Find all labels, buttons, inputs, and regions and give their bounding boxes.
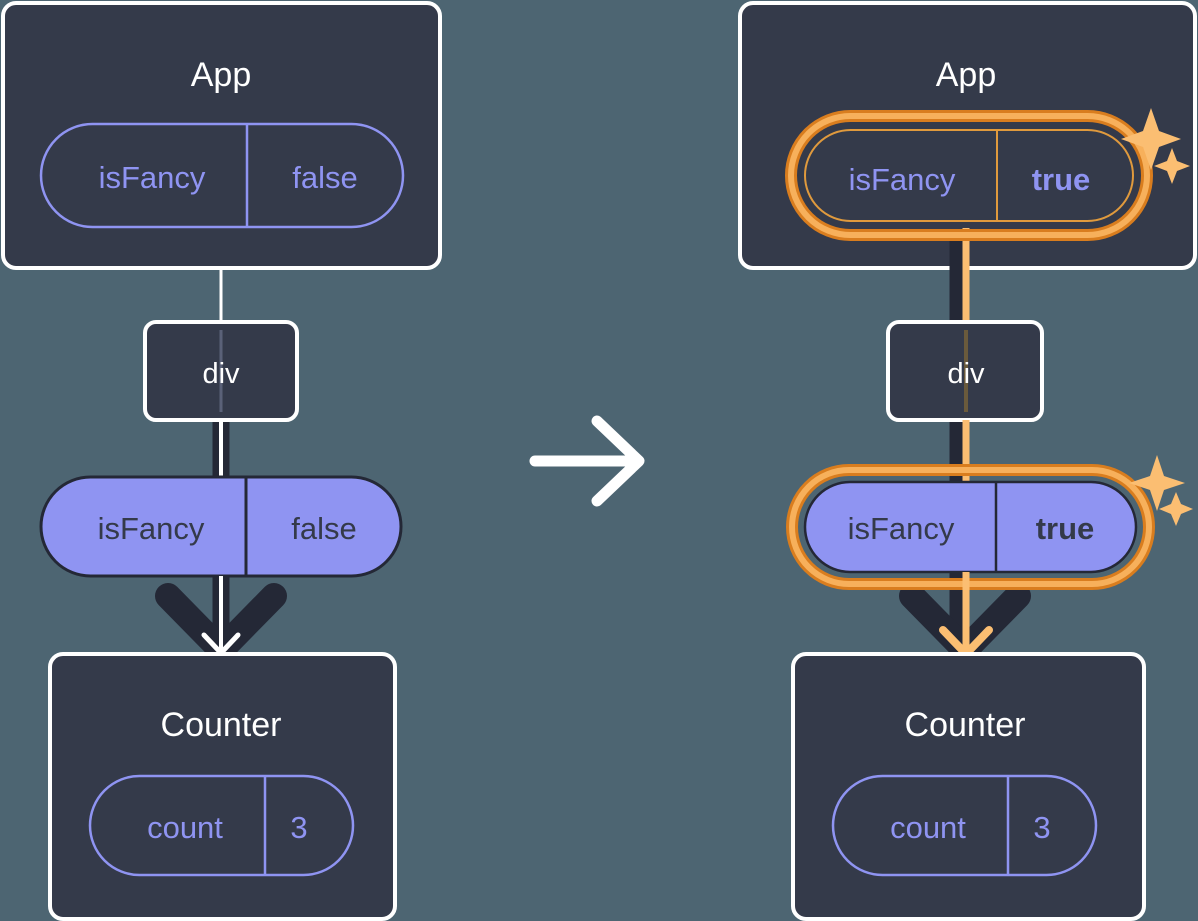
node-div-label-before: div [202,358,240,390]
arrow-right-icon [529,415,645,507]
pill-prop-value-before: false [291,511,356,546]
pill-prop-highlight-inner-after [789,467,1152,587]
node-counter-label-before: Counter [161,706,282,744]
node-app-box-before [1,1,442,270]
node-counter-box-before [48,652,397,921]
node-app-label-after: App [936,56,997,94]
pill-prop-value-after: true [1036,511,1095,546]
node-counter-box-after [791,652,1146,921]
pill-app-highlight-inner-after [788,113,1150,238]
pill-counter-value-before: 3 [290,810,307,845]
pill-counter-key-before: count [147,810,223,845]
pill-counter-before [88,774,355,877]
sparkle-icon-app-after [1121,108,1190,184]
pill-prop-key-after: isFancy [848,511,955,546]
pill-app-value-after: true [1032,162,1091,197]
pill-counter-key-after: count [890,810,966,845]
pill-app-key-before: isFancy [99,160,206,195]
pill-app-value-before: false [292,160,357,195]
pill-counter-value-after: 3 [1033,810,1050,845]
pill-app-key-after: isFancy [849,162,956,197]
pill-counter-after [831,774,1098,877]
sparkle-icon-prop-after [1129,455,1193,526]
pill-prop-after [803,480,1138,574]
pill-prop-key-before: isFancy [98,511,205,546]
node-div-label-after: div [947,358,985,390]
node-counter-label-after: Counter [905,706,1026,744]
pill-app-before [39,122,405,229]
pill-app-after [804,129,1134,222]
node-app-label-before: App [191,56,252,94]
